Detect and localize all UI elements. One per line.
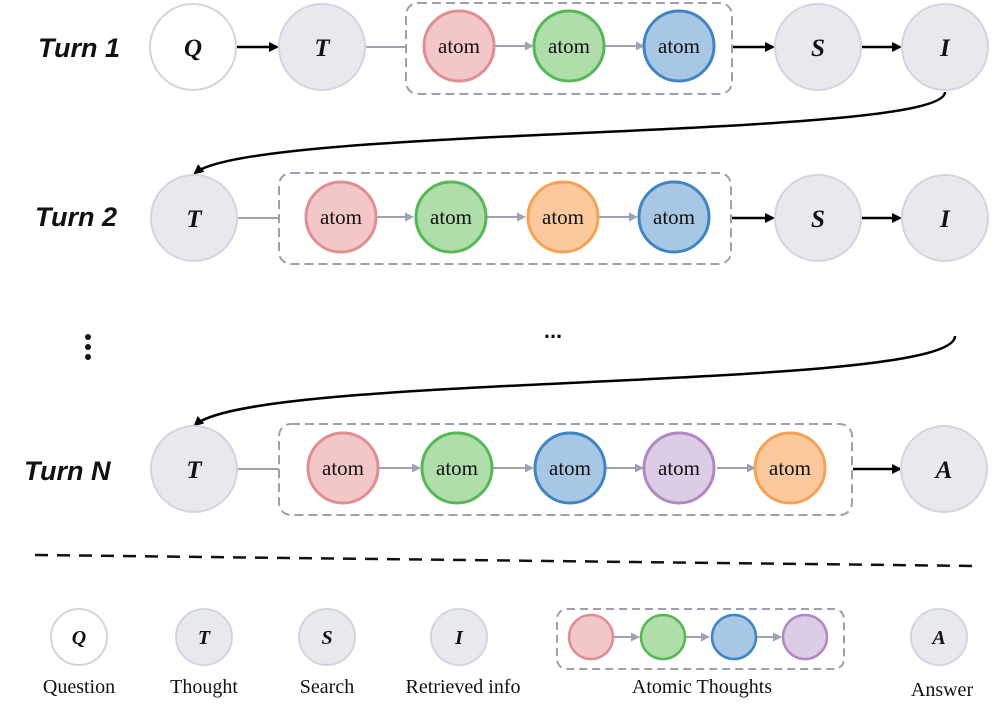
legend-atom-blue [710,613,758,661]
legend-atom-red [567,613,615,661]
atom-node-label: atom [320,205,362,229]
legend-search-letter: S [321,627,332,649]
legend-atom-purple [781,613,829,661]
atom-node [526,180,600,254]
search-node-letter: S [811,35,825,62]
search-node-letter: S [811,206,825,233]
answer-node-letter: A [934,457,953,484]
retrieved-info-node [901,3,989,91]
arrow-into-turn-n [193,335,957,427]
atom-node [420,431,494,505]
atom-node [753,431,827,505]
turn-2-row: T atom atom atom atom S I [150,174,989,262]
search-node [774,3,862,91]
atom-node-label: atom [436,456,478,480]
atom-node-label: atom [658,34,700,58]
atom-node-label: atom [430,205,472,229]
legend-item-thought: T Thought [170,608,238,698]
legend-question-label: Question [43,676,115,698]
retrieved-info-node-icon [430,608,488,666]
legend-answer-letter: A [930,627,945,649]
retrieved-info-node-letter: I [939,35,951,62]
question-node-icon [50,608,108,666]
atom-node [414,180,488,254]
legend-item-retrieved-info: I Retrieved info [406,608,521,698]
turn-2-label: Turn 2 [35,202,117,232]
atom-node-label: atom [658,456,700,480]
thought-node-icon [175,608,233,666]
atom-node-label: atom [769,456,811,480]
atom-node-label: atom [542,205,584,229]
arrow-turn-1-to-turn-2 [193,91,947,175]
legend-item-question: Q Question [43,608,115,698]
turn-1-row: Q T atom atom atom S I [149,3,989,91]
retrieved-info-node-letter: I [939,206,951,233]
question-node-letter: Q [184,35,202,62]
atom-node-label: atom [548,34,590,58]
answer-node [900,425,988,513]
atom-node [422,9,496,83]
legend-atomic-thoughts-label: Atomic Thoughts [632,676,772,698]
atom-node-label: atom [549,456,591,480]
atom-node-label: atom [438,34,480,58]
search-node-icon [298,608,356,666]
atom-node [642,9,716,83]
legend-item-search: S Search [298,608,356,698]
legend-answer-label: Answer [911,679,974,701]
atom-node-label: atom [653,205,695,229]
legend-separator [34,553,976,568]
question-node [149,3,237,91]
legend-item-answer: A Answer [910,608,974,701]
turn-n-row: T atom atom atom atom atom A [150,425,988,513]
atom-node [637,180,711,254]
thought-node-letter: T [314,35,331,62]
turn-n-label: Turn N [24,456,111,486]
legend-retrieved-info-label: Retrieved info [406,676,521,698]
thought-node-letter: T [186,206,203,233]
atom-node [306,431,380,505]
atom-node-label: atom [322,456,364,480]
thought-node [278,3,366,91]
thought-node [150,425,238,513]
horizontal-ellipsis: ... [544,318,562,343]
atom-node [304,180,378,254]
atom-node [642,431,716,505]
thought-node [150,174,238,262]
atom-node [533,431,607,505]
legend: Q Question T Thought S Search I Retrieve… [43,608,974,701]
vertical-ellipsis [85,334,91,360]
legend-question-letter: Q [72,627,86,649]
thought-node-letter: T [186,457,203,484]
atomic-thoughts-chain-icon [556,608,845,670]
search-node [774,174,862,262]
retrieved-info-node [901,174,989,262]
answer-node-icon [910,608,968,666]
turn-1-label: Turn 1 [38,33,120,63]
legend-retrieved-info-letter: I [454,627,464,649]
legend-search-label: Search [300,676,354,698]
turn-1-atom-group [405,2,733,95]
legend-thought-label: Thought [170,676,238,698]
legend-item-atomic-thoughts: Atomic Thoughts [556,608,845,698]
legend-atom-green [639,613,687,661]
legend-thought-letter: T [198,627,211,649]
atom-node [532,9,606,83]
